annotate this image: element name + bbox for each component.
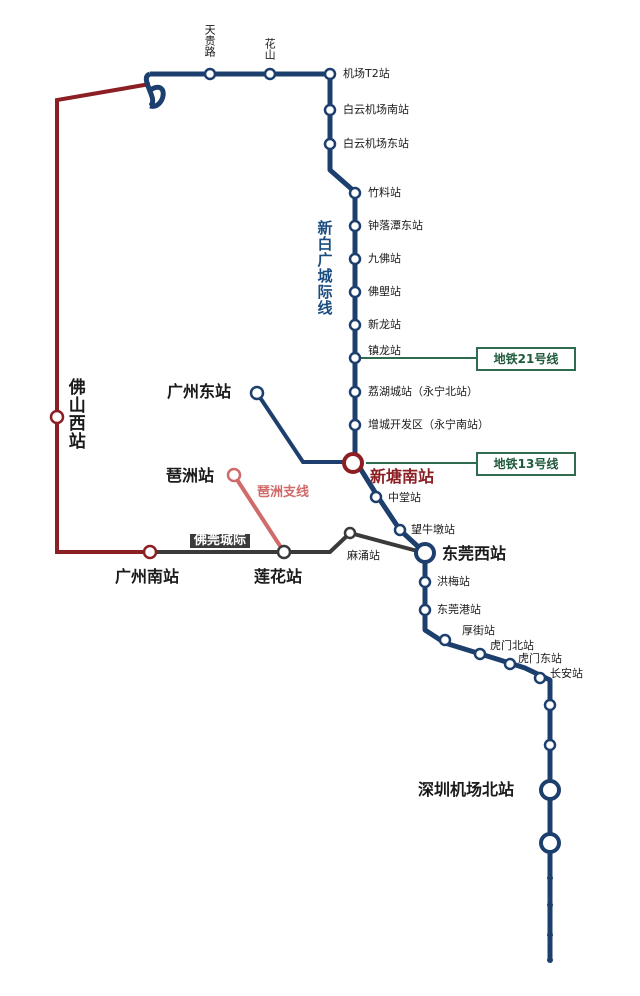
label-gz-south: 广州南站	[115, 567, 180, 586]
label-foshan-west: 佛山西站	[64, 378, 85, 450]
station-dot-shenzhen-airport-north	[539, 779, 561, 801]
station-dot-s2	[543, 738, 557, 752]
label-zhongtang: 中堂站	[388, 491, 421, 504]
station-dot-machong	[343, 526, 357, 540]
label-foguan-line: 佛莞城际	[190, 533, 251, 549]
label-houjie: 厚街站	[462, 624, 495, 637]
station-dot-humen-east	[503, 657, 517, 671]
xinbai-main-line	[148, 71, 553, 960]
station-dot-s3	[539, 832, 561, 854]
label-baiyun-south: 白云机场南站	[343, 103, 409, 116]
label-gz-east: 广州东站	[167, 382, 232, 401]
label-shenzhen-airport-north: 深圳机场北站	[418, 780, 515, 799]
transfer-box-metro13: 地铁13号线	[476, 452, 576, 476]
continuation-dot-1	[547, 875, 553, 881]
transfer-box-metro21: 地铁21号线	[476, 347, 576, 371]
label-zhenlong: 镇龙站	[368, 344, 401, 357]
station-dot-jiufo	[348, 252, 362, 266]
station-dot-dongguan-west	[414, 542, 436, 564]
station-dot-foshan-west	[49, 409, 65, 425]
label-fosu: 佛塱站	[368, 285, 401, 298]
station-dot-houjie	[438, 633, 452, 647]
continuation-dot-3	[547, 932, 553, 938]
label-lianhua: 莲花站	[254, 567, 303, 586]
station-dot-tianguilu	[203, 67, 217, 81]
station-dot-changan	[533, 671, 547, 685]
pazhou-branch-line	[232, 473, 286, 554]
station-dot-gz-south	[142, 544, 158, 560]
label-changan: 长安站	[550, 667, 583, 680]
station-dot-baiyun-east	[323, 137, 337, 151]
station-dot-huashan	[263, 67, 277, 81]
label-wangniudun: 望牛墩站	[411, 523, 455, 536]
continuation-dot-2	[547, 902, 553, 908]
label-airport-t2: 机场T2站	[343, 67, 390, 80]
label-xinbai-line: 新白广城际线	[315, 220, 334, 316]
station-dot-fosu	[348, 285, 362, 299]
label-baiyun-east: 白云机场东站	[343, 137, 409, 150]
station-dot-dongguangang	[418, 603, 432, 617]
label-zhongluotan-east: 钟落潭东站	[368, 219, 423, 232]
station-dot-xinlong	[348, 318, 362, 332]
label-xinlong: 新龙站	[368, 318, 401, 331]
station-dot-airport-t2	[323, 67, 337, 81]
continuation-dot-4	[547, 957, 553, 963]
label-huashan: 花山	[263, 38, 277, 60]
label-pazhou: 琶洲站	[166, 466, 215, 485]
station-dot-zhongluotan	[348, 219, 362, 233]
label-humen-east: 虎门东站	[518, 652, 562, 665]
station-dot-wangniudun	[393, 523, 407, 537]
station-dot-humen-north	[473, 647, 487, 661]
station-dot-lihucheng	[348, 385, 362, 399]
label-hongmei: 洪梅站	[437, 575, 470, 588]
label-tianguilu: 天贵路	[203, 24, 217, 57]
label-machong: 麻涌站	[347, 549, 380, 562]
station-dot-gz-east	[249, 385, 265, 401]
station-dot-zhenlong	[348, 351, 362, 365]
station-dot-zengcheng	[348, 418, 362, 432]
station-dot-s1	[543, 698, 557, 712]
gz-east-branch	[255, 391, 353, 464]
xinbai-top-hook	[143, 71, 156, 109]
label-dongguangang: 东莞港站	[437, 603, 481, 616]
station-dot-baiyun-south	[323, 103, 337, 117]
label-zengcheng-dev: 增城开发区（永宁南站）	[368, 418, 489, 431]
foshan-west-line	[55, 82, 151, 554]
station-dot-lianhua	[276, 544, 292, 560]
station-dot-zhuliao	[348, 186, 362, 200]
station-dot-hongmei	[418, 575, 432, 589]
label-xintang-south: 新塘南站	[370, 467, 435, 486]
label-lihucheng: 荔湖城站（永宁北站）	[368, 385, 478, 398]
label-humen-north: 虎门北站	[490, 639, 534, 652]
label-pazhou-branch: 琶洲支线	[257, 485, 310, 500]
station-dot-xintang-south	[342, 452, 364, 474]
foguan-line	[150, 530, 426, 555]
station-dot-zhongtang	[369, 490, 383, 504]
label-dongguan-west: 东莞西站	[442, 544, 507, 563]
label-jiufo: 九佛站	[368, 252, 401, 265]
label-zhuliao: 竹料站	[368, 186, 401, 199]
station-dot-pazhou	[226, 467, 242, 483]
